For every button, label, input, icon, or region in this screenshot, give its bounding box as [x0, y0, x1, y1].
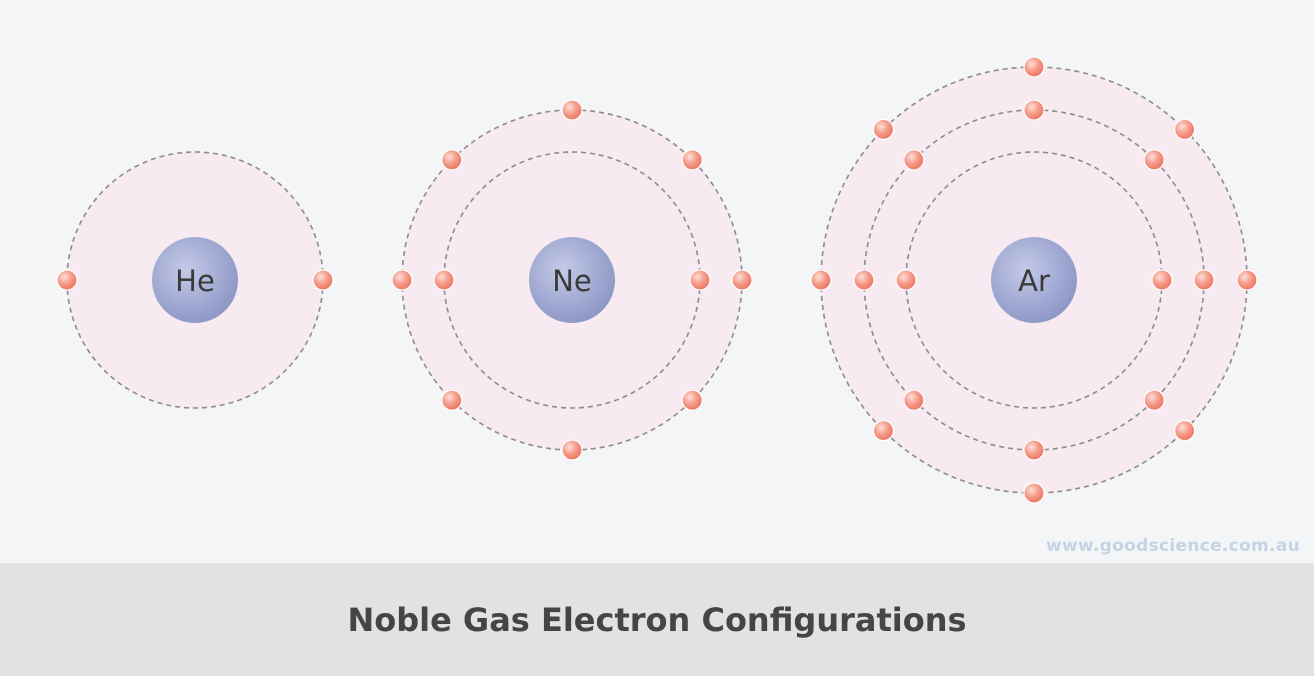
electron [1023, 482, 1045, 504]
electron [681, 149, 703, 171]
electron [433, 269, 455, 291]
electron [441, 389, 463, 411]
electron [853, 269, 875, 291]
electron [312, 269, 334, 291]
atom-ne: Ne [391, 99, 753, 461]
electron [1151, 269, 1173, 291]
electron [391, 269, 413, 291]
electron [56, 269, 78, 291]
caption: Noble Gas Electron Configurations [347, 600, 967, 639]
electron [903, 389, 925, 411]
nucleus [152, 237, 238, 323]
electron [1236, 269, 1258, 291]
element-symbol: Ne [552, 264, 592, 298]
electron [681, 389, 703, 411]
electron [1023, 99, 1045, 121]
atom-he: He [56, 151, 334, 409]
electron [903, 149, 925, 171]
electron [561, 99, 583, 121]
electron [872, 420, 895, 442]
electron [1193, 269, 1215, 291]
electron [731, 269, 753, 291]
electron [1173, 118, 1196, 140]
electron [1023, 56, 1045, 78]
electron [441, 149, 463, 171]
atom-diagram: He Ne Ar [56, 56, 1258, 504]
element-symbol: Ar [1018, 264, 1050, 298]
electron [561, 439, 583, 461]
electron [1173, 420, 1196, 442]
electron [810, 269, 832, 291]
electron [689, 269, 711, 291]
electron [1143, 149, 1165, 171]
electron [872, 118, 895, 140]
electron [1143, 389, 1165, 411]
electron [895, 269, 917, 291]
nucleus [991, 237, 1077, 323]
caption-bar: Noble Gas Electron Configurations [0, 563, 1314, 676]
nucleus [529, 237, 615, 323]
atom-ar: Ar [810, 56, 1258, 504]
watermark: www.goodscience.com.au [1045, 536, 1300, 556]
element-symbol: He [175, 264, 215, 298]
electron [1023, 439, 1045, 461]
